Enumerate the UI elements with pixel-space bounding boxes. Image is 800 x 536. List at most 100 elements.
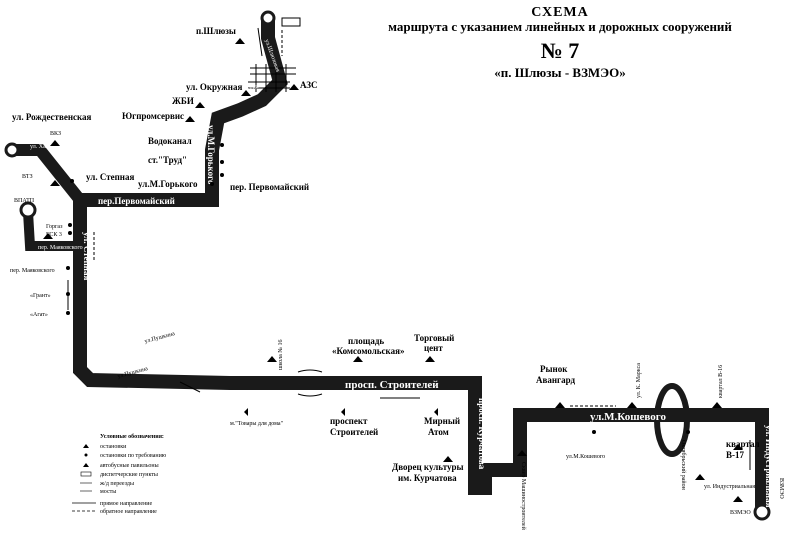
legend-item-bridges: мосты <box>100 489 116 495</box>
legend: Условные обозначения: остановки остановк… <box>72 433 167 515</box>
stop-icon <box>185 116 195 122</box>
request-stop-dots <box>66 143 690 434</box>
direction-arrows <box>67 27 751 470</box>
route-line <box>73 18 769 512</box>
label-school: школа № 16 <box>278 339 284 370</box>
street-gorkogo: ул.М.Горького <box>206 125 216 185</box>
street-industrialnaya: ул. Индустриальная <box>764 425 774 508</box>
stop-markers <box>43 38 743 502</box>
label-industr-stop: ул. Индустриальная <box>704 484 755 490</box>
stop-icon <box>195 102 205 108</box>
roundabout <box>654 383 690 457</box>
route-branch-hanin <box>12 144 85 204</box>
stop-icon <box>627 402 637 408</box>
label-kvartal17-b: В-17 <box>726 450 745 460</box>
label-okruzhnaya: ул. Окружная <box>186 82 242 92</box>
route-branch-vpatp <box>23 211 80 251</box>
label-torg-1: Торговый <box>414 333 454 343</box>
legend-item-reverse: обратное направление <box>100 508 157 515</box>
label-tovary: м."Товары для дома" <box>230 421 284 427</box>
label-rynok-2: Авангард <box>536 375 576 385</box>
legend-item-forward: прямое направление <box>100 501 153 507</box>
label-shluzy: п.Шлюзы <box>196 26 236 36</box>
schema-title: СХЕМА <box>531 5 589 20</box>
label-ploshad-1: площадь <box>348 336 384 346</box>
label-vtz: ВТЗ <box>22 174 33 180</box>
label-gorkogo-stop: ул.М.Горького <box>138 179 198 189</box>
stop-icon <box>712 402 722 408</box>
label-zhbi: ЖБИ <box>172 96 194 106</box>
label-torg-2: цент <box>424 343 443 353</box>
label-kvartal16: квартал В-16 <box>718 365 724 398</box>
label-stepnaya-stop: ул. Степная <box>86 172 134 182</box>
stop-icon <box>43 233 53 239</box>
schema-subtitle: маршрута с указанием линейных и дорожных… <box>388 19 732 34</box>
stop-icon <box>289 84 299 90</box>
street-pushkina-1: ул.Пушкина <box>144 331 176 345</box>
label-dvorec-1: Дворец культуры <box>392 462 464 472</box>
stop-icon <box>241 90 251 96</box>
legend-item-request: остановки по требованию <box>100 452 167 459</box>
label-pervomaysky: пер. Первомайский <box>230 182 309 192</box>
label-vodokanal: Водоканал <box>148 136 192 146</box>
street-hanin: ул. Ханин <box>30 144 56 150</box>
stop-icon <box>50 140 60 146</box>
legend-title: Условные обозначения: <box>100 433 164 440</box>
label-koshevogo-stop: ул.М.Кошевого <box>566 454 605 460</box>
label-vzmeo: ВЗМЭО <box>730 510 751 516</box>
label-mirny-1: Мирный <box>424 416 460 426</box>
street-stepnaya-diagonal: ул. Степная <box>91 332 140 358</box>
label-azs: АЗС <box>300 80 318 90</box>
terminal-vpatp <box>19 201 37 219</box>
label-yugprom: Югпромсервис <box>122 111 184 121</box>
legend-item-dispatch: диспетчерские пункты <box>100 472 158 478</box>
label-prospekt-1: проспект <box>330 416 368 426</box>
terminal-hanin <box>4 142 20 158</box>
stop-icon <box>235 38 245 44</box>
stop-icon <box>267 356 277 362</box>
label-oktyabr: Октябрьский район <box>680 440 687 491</box>
street-pervomaysky: пер.Первомайский <box>98 196 175 206</box>
label-dvorec-2: им. Курчатова <box>398 473 457 483</box>
label-rozhd: ул. Рождественская <box>12 112 92 122</box>
label-kvartal17-a: квартал <box>726 439 760 449</box>
route-name: «п. Шлюзы - ВЗМЭО» <box>494 65 626 80</box>
stop-icon <box>555 402 565 408</box>
label-marksa: ул. К. Маркса <box>636 363 642 398</box>
stop-icon <box>50 180 60 186</box>
terminal-shluzy <box>260 10 276 26</box>
dispatch-point <box>281 17 301 27</box>
label-mayak-lane: пер. Маяковского <box>10 268 55 274</box>
terminal-vzmeo <box>753 503 771 521</box>
stop-icon <box>341 408 345 416</box>
label-skver: Сквер Машиностроителей <box>520 462 527 531</box>
label-mirny-2: Атом <box>428 427 449 437</box>
label-gsk: ГСК 3 <box>46 232 62 238</box>
stop-icon <box>434 408 438 416</box>
street-mayakovskogo: пер. Маяковского <box>38 245 83 251</box>
stop-icon <box>425 356 435 362</box>
bridge-icon <box>297 369 323 397</box>
stop-icon <box>443 456 453 462</box>
stop-icon <box>733 444 743 450</box>
label-ploshad-2: «Комсомольская» <box>332 346 405 356</box>
street-stepnaya-vertical: ул. Степная <box>82 232 92 280</box>
route-number: № 7 <box>540 38 580 63</box>
label-rynok-1: Рынок <box>540 364 568 374</box>
street-kurchatova: просп. Курчатова <box>477 398 487 470</box>
legend-item-stops: остановки <box>100 444 127 450</box>
stop-icon <box>733 496 743 502</box>
label-agat: «Агат» <box>30 312 48 318</box>
label-grant: «Грант» <box>30 293 51 299</box>
legend-item-pavilions: автобусные павильоны <box>100 462 159 469</box>
label-gorgaz: Горгаз <box>46 224 63 230</box>
stop-icon <box>244 408 248 416</box>
stop-icon <box>517 450 527 456</box>
label-vpatp: ВПАТП <box>14 198 35 204</box>
legend-item-rail: ж/д переезды <box>99 481 134 487</box>
railway-crossing-icon <box>248 64 296 92</box>
label-trud: ст."Труд" <box>148 155 187 165</box>
stop-icon <box>695 474 705 480</box>
street-koshevogo: ул.М.Кошевого <box>590 411 666 423</box>
